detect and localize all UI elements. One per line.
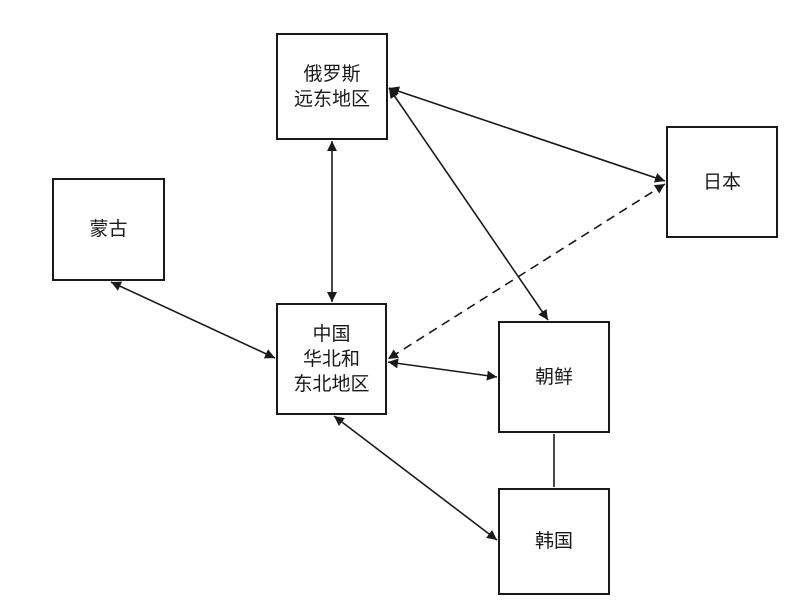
edge-japan-china-dashed: [387, 183, 666, 360]
node-japan: 日本: [666, 126, 778, 238]
edge-china-south-korea: [333, 415, 498, 541]
node-label-line: 蒙古: [89, 218, 128, 240]
edge-china-north-korea: [387, 358, 498, 381]
edge-russia-japan: [388, 86, 666, 183]
node-north-china-northeast: 中国 华北和 东北地区: [276, 303, 387, 415]
node-label-line: 俄罗斯: [303, 62, 361, 85]
node-north-korea: 朝鲜: [498, 321, 610, 433]
node-label-line: 远东地区: [293, 87, 370, 110]
node-south-korea: 韩国: [498, 488, 610, 595]
node-russia-far-east: 俄罗斯 远东地区: [276, 33, 388, 140]
edge-russia-north-korea: [388, 87, 549, 321]
node-label-line: 中国: [312, 322, 351, 345]
node-label-line: 日本: [702, 170, 741, 193]
node-mongolia: 蒙古: [52, 178, 165, 281]
node-label-line: 东北地区: [293, 372, 370, 395]
node-label-line: 韩国: [534, 530, 573, 552]
edge-mongolia-china: [110, 281, 276, 359]
node-label-line: 华北和: [302, 347, 360, 370]
node-label-line: 朝鲜: [534, 365, 573, 388]
